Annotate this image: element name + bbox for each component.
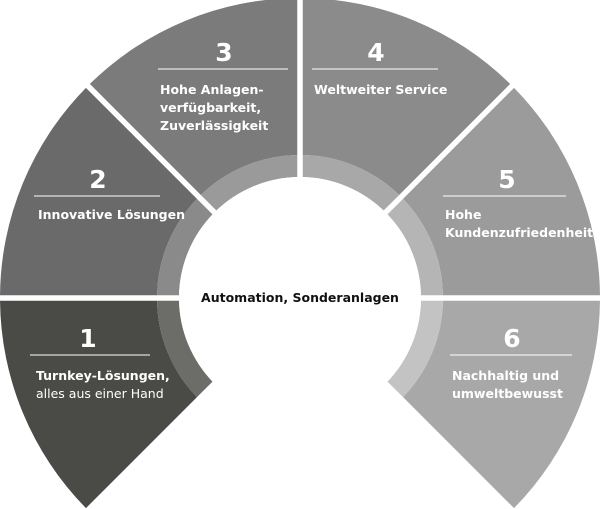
segment-number-5: 5 (498, 165, 515, 194)
segment-label-4-line-1: Weltweiter Service (314, 82, 447, 97)
segment-label-3-line-1: Hohe Anlagen- (160, 82, 264, 97)
segment-label-1-line-1: Turnkey-Lösungen, (36, 368, 170, 383)
segment-ring-2 (157, 198, 213, 296)
segment-label-6-line-1: Nachhaltig und (452, 368, 559, 383)
segment-ring-6 (387, 300, 443, 398)
segment-number-2: 2 (89, 165, 106, 194)
segment-ring-3 (200, 155, 298, 211)
segment-3 (89, 0, 298, 195)
segment-number-3: 3 (215, 38, 232, 67)
segment-label-3-line-2: verfügbarkeit, (160, 100, 261, 115)
segment-label-5-line-2: Kundenzufriedenheit (445, 225, 593, 240)
segment-label-2-line-1: Innovative Lösungen (38, 207, 185, 222)
segment-ring-4 (302, 155, 400, 211)
segment-label-5-line-1: Hohe (445, 207, 481, 222)
segment-ring-1 (157, 300, 213, 398)
segment-number-4: 4 (367, 38, 384, 67)
segment-2 (0, 87, 197, 296)
center-circle (179, 177, 421, 419)
segment-5 (403, 87, 600, 296)
segment-6 (403, 300, 600, 509)
segment-label-3-line-3: Zuverlässigkeit (160, 118, 268, 133)
segment-label-6-line-2: umweltbewusst (452, 386, 563, 401)
center-label: Automation, Sonderanlagen (201, 290, 399, 305)
segment-label-1-line-2: alles aus einer Hand (36, 386, 164, 401)
segment-number-6: 6 (503, 324, 520, 353)
segment-number-1: 1 (79, 324, 96, 353)
segment-4 (302, 0, 511, 195)
segment-1 (0, 300, 197, 509)
inner-ring-layer (157, 155, 443, 398)
segment-ring-5 (387, 198, 443, 296)
